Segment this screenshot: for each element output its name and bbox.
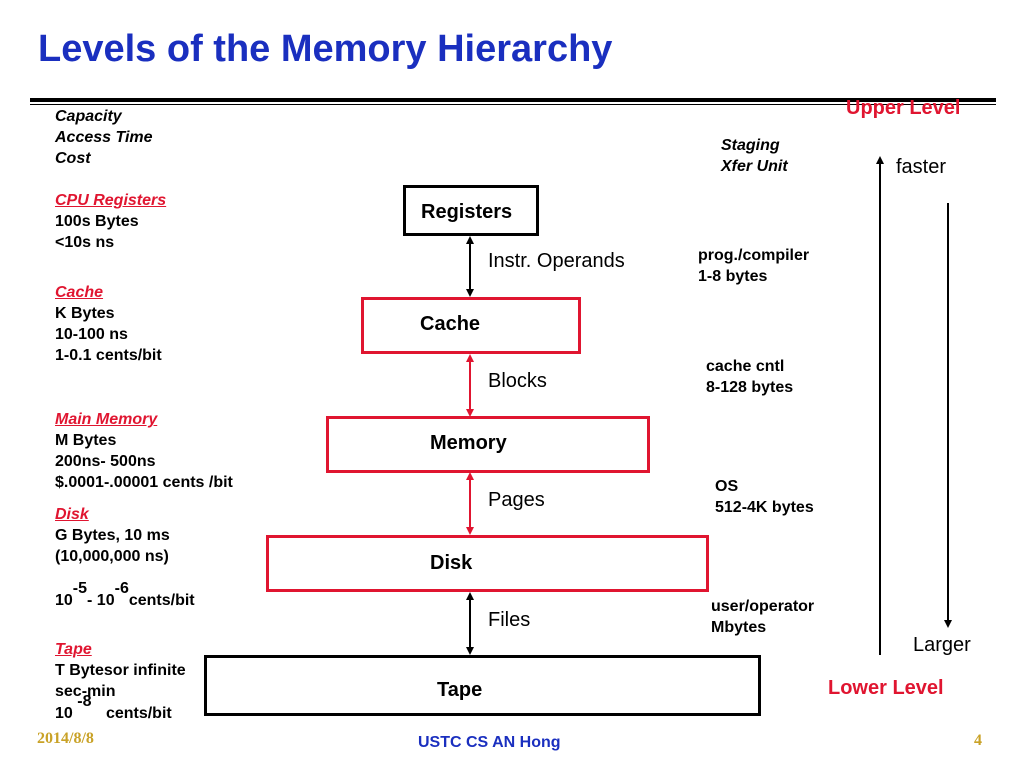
prog-compiler-label: prog./compiler (698, 247, 810, 264)
disk-access-time: (10,000,000 ns) (55, 548, 169, 565)
instr-operands-label: Instr. Operands (488, 250, 625, 272)
registers-heading: CPU Registers (55, 192, 167, 209)
memory-specs: Main Memory M Bytes 200ns- 500ns $.0001-… (55, 409, 233, 493)
title-rule-thin (30, 104, 996, 105)
cache-specs: Cache K Bytes 10-100 ns 1-0.1 cents/bit (55, 282, 162, 366)
registers-transfer-info: prog./compiler 1-8 bytes (698, 245, 809, 287)
memory-label: Memory (430, 432, 507, 454)
lower-level-label: Lower Level (828, 677, 944, 699)
tape-heading: Tape (55, 641, 92, 658)
user-operator-size: Mbytes (711, 619, 767, 636)
title-rule (30, 98, 996, 102)
cache-cost: 1-0.1 cents/bit (55, 347, 162, 364)
os-label: OS (715, 478, 739, 495)
cache-box: Cache (361, 297, 581, 354)
tape-box: Tape (204, 655, 761, 716)
cache-cntl-label: cache cntl (706, 358, 785, 375)
disk-cost: 10-5- 10-6cents/bit (55, 580, 195, 609)
cache-capacity: K Bytes (55, 305, 115, 322)
disk-transfer-info: user/operator Mbytes (711, 596, 814, 638)
registers-box: Registers (403, 185, 539, 236)
header-access-time: Access Time (55, 129, 153, 146)
files-label: Files (488, 609, 531, 631)
left-column-header: Capacity Access Time Cost (55, 106, 153, 169)
cache-label: Cache (420, 313, 481, 335)
memory-box: Memory (326, 416, 650, 473)
footer-author: USTC CS AN Hong (418, 734, 561, 751)
registers-specs: CPU Registers 100s Bytes <10s ns (55, 190, 166, 253)
registers-access-time: <10s ns (55, 234, 115, 251)
tape-capacity: T Bytesor infinite (55, 662, 186, 679)
blocks-label: Blocks (488, 370, 547, 392)
header-capacity: Capacity (55, 108, 122, 125)
page-number: 4 (974, 732, 982, 749)
slide-title: Levels of the Memory Hierarchy (38, 28, 613, 70)
disk-capacity: G Bytes, 10 ms (55, 527, 170, 544)
footer-date: 2014/8/8 (37, 730, 94, 747)
registers-label: Registers (421, 201, 513, 223)
larger-label: Larger (913, 634, 971, 656)
os-size: 512-4K bytes (715, 499, 814, 516)
cache-transfer-info: cache cntl 8-128 bytes (706, 356, 793, 398)
cache-cntl-size: 8-128 bytes (706, 379, 794, 396)
staging-label: Staging (721, 137, 780, 154)
memory-access-time: 200ns- 500ns (55, 453, 156, 470)
memory-cost: $.0001-.00001 cents /bit (55, 474, 233, 491)
tape-cost: 10 -8 cents/bit (55, 693, 172, 722)
registers-capacity: 100s Bytes (55, 213, 139, 230)
faster-label: faster (896, 156, 947, 178)
cache-access-time: 10-100 ns (55, 326, 128, 343)
memory-capacity: M Bytes (55, 432, 117, 449)
disk-box: Disk (266, 535, 709, 592)
user-operator-label: user/operator (711, 598, 815, 615)
staging-header: Staging Xfer Unit (721, 135, 788, 177)
tape-specs: Tape T Bytesor infinite sec-min (55, 639, 186, 702)
tape-label: Tape (437, 679, 483, 701)
prog-compiler-size: 1-8 bytes (698, 268, 768, 285)
disk-label: Disk (430, 552, 473, 574)
disk-heading: Disk (55, 506, 89, 523)
cache-heading: Cache (55, 284, 104, 301)
memory-heading: Main Memory (55, 411, 158, 428)
pages-label: Pages (488, 489, 545, 511)
upper-level-label: Upper Level (846, 97, 961, 119)
header-cost: Cost (55, 150, 91, 167)
disk-specs: Disk G Bytes, 10 ms (10,000,000 ns) (55, 504, 170, 567)
memory-transfer-info: OS 512-4K bytes (715, 476, 814, 518)
tape-access-time: sec-min (55, 683, 116, 700)
xfer-unit-label: Xfer Unit (721, 158, 788, 175)
